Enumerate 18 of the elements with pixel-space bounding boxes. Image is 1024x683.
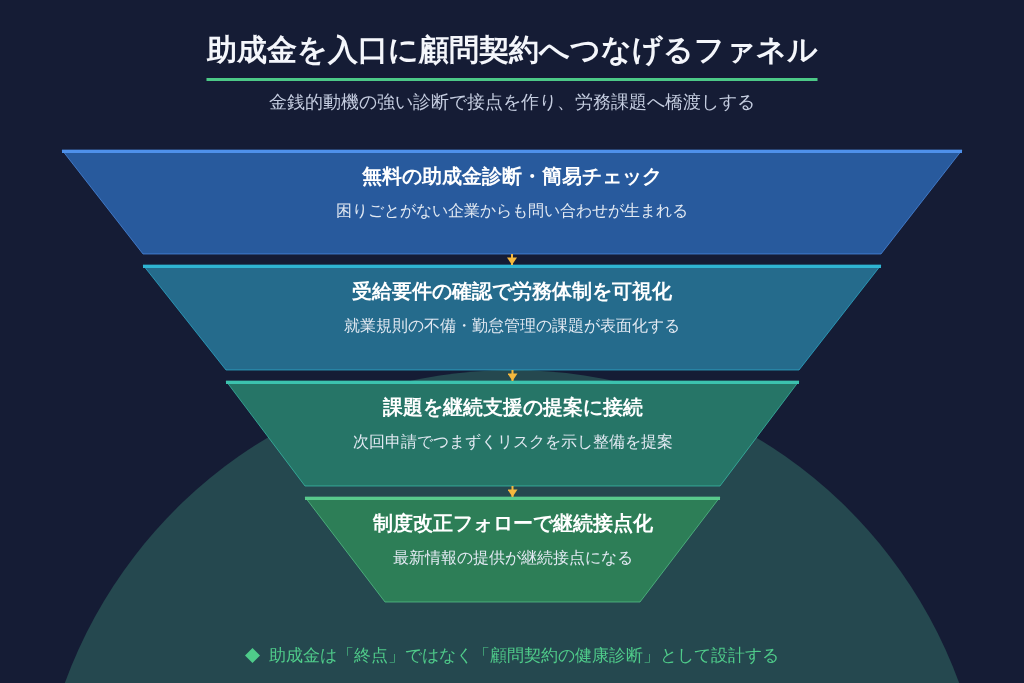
subtitle: 金銭的動機の強い診断で接点を作り、労務課題へ橋渡しする — [269, 90, 755, 114]
stage-heading: 無料の助成金診断・簡易チェック — [362, 163, 662, 189]
funnel-stage — [305, 497, 720, 602]
funnel-stage — [62, 150, 962, 254]
arrow — [507, 253, 517, 266]
stage-description: 就業規則の不備・勤怠管理の課題が表面化する — [344, 316, 680, 337]
funnel-stage — [226, 381, 799, 486]
stage-description: 困りごとがない企業からも問い合わせが生まれる — [336, 201, 688, 222]
stage-description: 最新情報の提供が継続接点になる — [392, 548, 633, 569]
arrow — [507, 485, 518, 498]
stage-heading: 課題を継続支援の提案に接続 — [382, 394, 643, 420]
funnel-stage — [143, 265, 881, 370]
note-text: 助成金は「終点」ではなく「顧問契約の健康診断」として設計する — [269, 644, 779, 667]
stage-heading: 受給要件の確認で労務体制を可視化 — [352, 278, 672, 304]
arrow — [507, 369, 518, 382]
stage-description: 次回申請でつまずくリスクを示し整備を提案 — [352, 432, 673, 453]
title: 助成金を入口に顧問契約へつなげるファネル — [206, 31, 818, 81]
stage-heading: 制度改正フォローで継続接点化 — [372, 510, 653, 536]
